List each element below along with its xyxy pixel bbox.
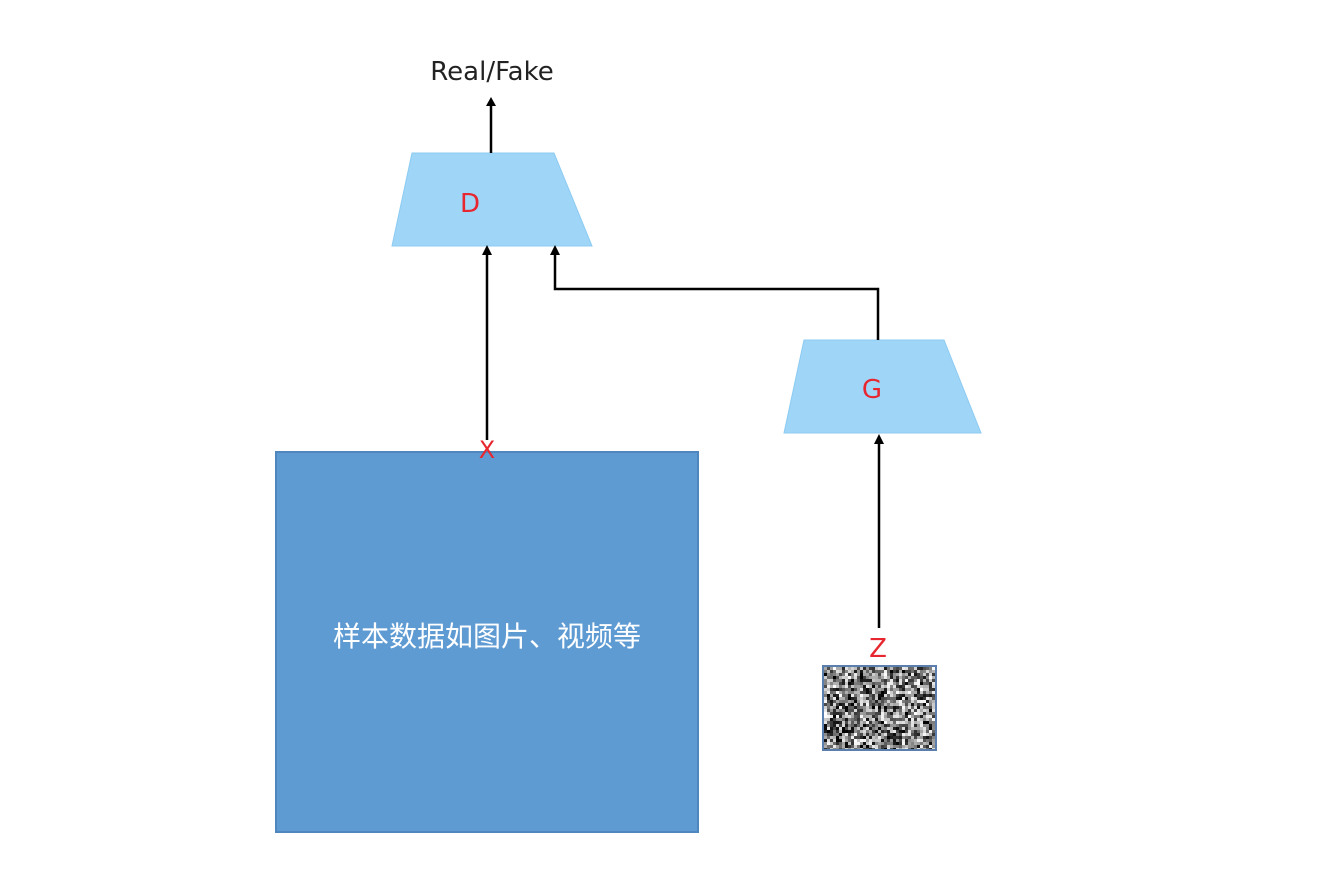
arrow-g-to-d xyxy=(553,253,880,340)
noise-image xyxy=(822,665,937,751)
arrowhead-z-to-g xyxy=(874,434,884,444)
sample-data-label: 样本数据如图片、视频等 xyxy=(333,620,641,653)
discriminator-label: D xyxy=(460,189,480,219)
noise-input-label: Z xyxy=(869,634,887,664)
arrowhead-g-to-d xyxy=(550,245,560,255)
generator-label: G xyxy=(862,375,882,405)
real-input-label: X xyxy=(479,436,495,464)
output-label: Real/Fake xyxy=(430,57,553,87)
arrowhead-d-to-output xyxy=(486,97,496,106)
discriminator-block xyxy=(391,152,593,247)
sample-data-box xyxy=(275,451,699,833)
arrowhead-x-to-d xyxy=(482,245,492,255)
generator-block xyxy=(783,339,982,434)
